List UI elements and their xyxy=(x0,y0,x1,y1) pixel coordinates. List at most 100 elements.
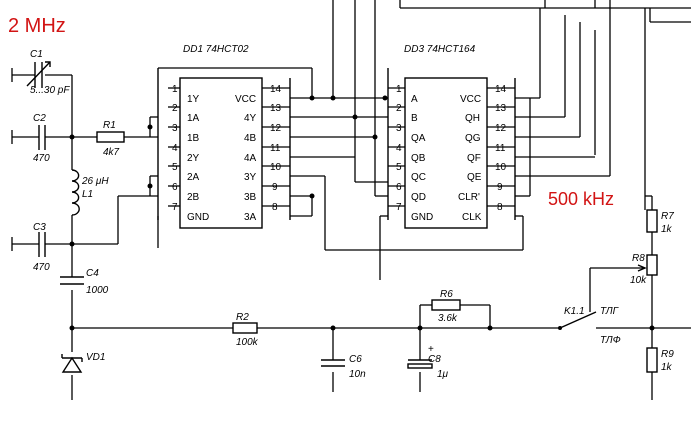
dd3-pin-num: 3 xyxy=(396,123,402,134)
dd3-pin-num: 9 xyxy=(497,182,503,193)
dd1-pin-name: 1A xyxy=(187,113,200,124)
vd1-ref: VD1 xyxy=(86,352,105,363)
dd1-pin-name: 3B xyxy=(244,192,257,203)
c4-value: 1000 xyxy=(86,285,109,296)
capacitor-c3: C3 470 xyxy=(11,222,50,273)
dd3-pin-name: QH xyxy=(465,113,480,124)
chip-dd1: DD1 74HCT02 1 1Y 2 1A 3 1B 4 2Y 5 2A 6 2… xyxy=(157,44,291,229)
capacitor-c6: C6 10n xyxy=(321,354,366,380)
r7-value: 1k xyxy=(661,224,673,235)
r7-ref: R7 xyxy=(661,211,674,222)
l1-value: 26 μH xyxy=(81,176,109,187)
dd1-pin-name: 3A xyxy=(244,212,257,223)
dd3-pin-name: QB xyxy=(411,153,426,164)
c8-plus-sign: + xyxy=(428,344,434,355)
dd3-pin-name: VCC xyxy=(460,94,481,105)
dd1-pin-num: 8 xyxy=(272,202,278,213)
c2-ref: C2 xyxy=(33,113,46,124)
c8-value: 1μ xyxy=(437,369,449,380)
r1-ref: R1 xyxy=(103,120,116,131)
r6-ref: R6 xyxy=(440,289,453,300)
dd3-pin-name: QA xyxy=(411,133,426,144)
diode-vd1: VD1 xyxy=(61,352,105,373)
dd3-pin-name: QE xyxy=(467,172,482,183)
dd3-pin-num: 2 xyxy=(396,103,402,114)
dd1-pin-name: 3Y xyxy=(244,172,257,183)
r9-ref: R9 xyxy=(661,349,674,360)
c4-ref: C4 xyxy=(86,268,99,279)
capacitor-c2: C2 470 xyxy=(11,113,50,164)
switch-label-tlf: ТЛФ xyxy=(600,335,621,346)
l1-ref: L1 xyxy=(82,189,93,200)
dd1-pin-name: GND xyxy=(187,212,209,223)
dd1-pin-num: 4 xyxy=(172,143,178,154)
r9-value: 1k xyxy=(661,362,673,373)
dd3-pin-name: A xyxy=(411,94,418,105)
dd1-pin-num: 12 xyxy=(270,123,282,134)
dd3-pin-num: 7 xyxy=(396,202,402,213)
dd3-title: DD3 74HCT164 xyxy=(404,44,476,55)
chip-dd3: DD3 74HCT164 1 A 2 B 3 QA 4 QB 5 QC 6 QD… xyxy=(387,44,516,229)
c3-ref: C3 xyxy=(33,222,46,233)
resistor-r7: R7 1k xyxy=(646,209,674,235)
dd3-pin-num: 13 xyxy=(495,103,507,114)
resistor-r6: R6 3.6k xyxy=(431,289,461,324)
dd1-pin-num: 10 xyxy=(270,162,282,173)
dd3-pin-num: 10 xyxy=(495,162,507,173)
dd1-title: DD1 74HCT02 xyxy=(183,44,249,55)
dd3-pin-name: QD xyxy=(411,192,426,203)
c1-ref: C1 xyxy=(30,49,43,60)
dd3-pin-num: 11 xyxy=(495,143,506,154)
c6-value: 10n xyxy=(349,369,366,380)
inductor-l1: 26 μH L1 xyxy=(71,169,109,216)
dd3-pin-name: CLR' xyxy=(458,192,480,203)
dd1-pin-name: 1Y xyxy=(187,94,200,105)
r2-value: 100k xyxy=(236,337,259,348)
dd1-pin-name: 4B xyxy=(244,133,257,144)
dd3-pin-name: GND xyxy=(411,212,433,223)
dd1-pin-num: 1 xyxy=(172,84,178,95)
dd1-pin-num: 13 xyxy=(270,103,282,114)
potentiometer-r8: R8 10k xyxy=(630,253,658,286)
c1-value: 5...30 pF xyxy=(30,85,70,96)
dd1-pin-num: 14 xyxy=(270,84,282,95)
dd1-pin-name: 2B xyxy=(187,192,200,203)
r2-ref: R2 xyxy=(236,312,249,323)
dd3-pin-name: QC xyxy=(411,172,426,183)
c6-ref: C6 xyxy=(349,354,362,365)
resistor-r9: R9 1k xyxy=(646,347,674,373)
dd3-pin-num: 4 xyxy=(396,143,402,154)
dd1-body xyxy=(179,77,263,229)
dd3-pin-num: 6 xyxy=(396,182,402,193)
resistor-r1: R1 4k7 xyxy=(96,120,125,158)
freq-2mhz-label: 2 MHz xyxy=(8,15,66,37)
dd1-pin-name: 4A xyxy=(244,153,257,164)
junction-dots xyxy=(69,95,655,331)
freq-500khz-label: 500 kHz xyxy=(548,189,614,209)
r1-value: 4k7 xyxy=(103,147,120,158)
dd1-pin-num: 7 xyxy=(172,202,178,213)
dd3-pin-name: B xyxy=(411,113,418,124)
dd3-pin-name: QG xyxy=(465,133,481,144)
resistor-r2: R2 100k xyxy=(232,312,259,348)
dd1-pin-name: 2A xyxy=(187,172,200,183)
dd3-pin-num: 12 xyxy=(495,123,507,134)
dd1-pin-num: 2 xyxy=(172,103,178,114)
dd3-pin-num: 8 xyxy=(497,202,503,213)
c2-value: 470 xyxy=(33,153,50,164)
dd1-pin-num: 5 xyxy=(172,162,178,173)
c8-ref: C8 xyxy=(428,354,441,365)
dd1-pin-num: 6 xyxy=(172,182,178,193)
k1-ref: K1.1 xyxy=(564,306,585,317)
dd1-pin-num: 3 xyxy=(172,123,178,134)
dd3-pin-num: 5 xyxy=(396,162,402,173)
dd1-pin-name: 1B xyxy=(187,133,200,144)
dd3-body xyxy=(404,77,488,229)
dd3-pin-num: 1 xyxy=(396,84,402,95)
r6-value: 3.6k xyxy=(438,313,458,324)
dd3-pin-name: CLK xyxy=(462,212,482,223)
r8-ref: R8 xyxy=(632,253,645,264)
dd3-pin-name: QF xyxy=(467,153,481,164)
